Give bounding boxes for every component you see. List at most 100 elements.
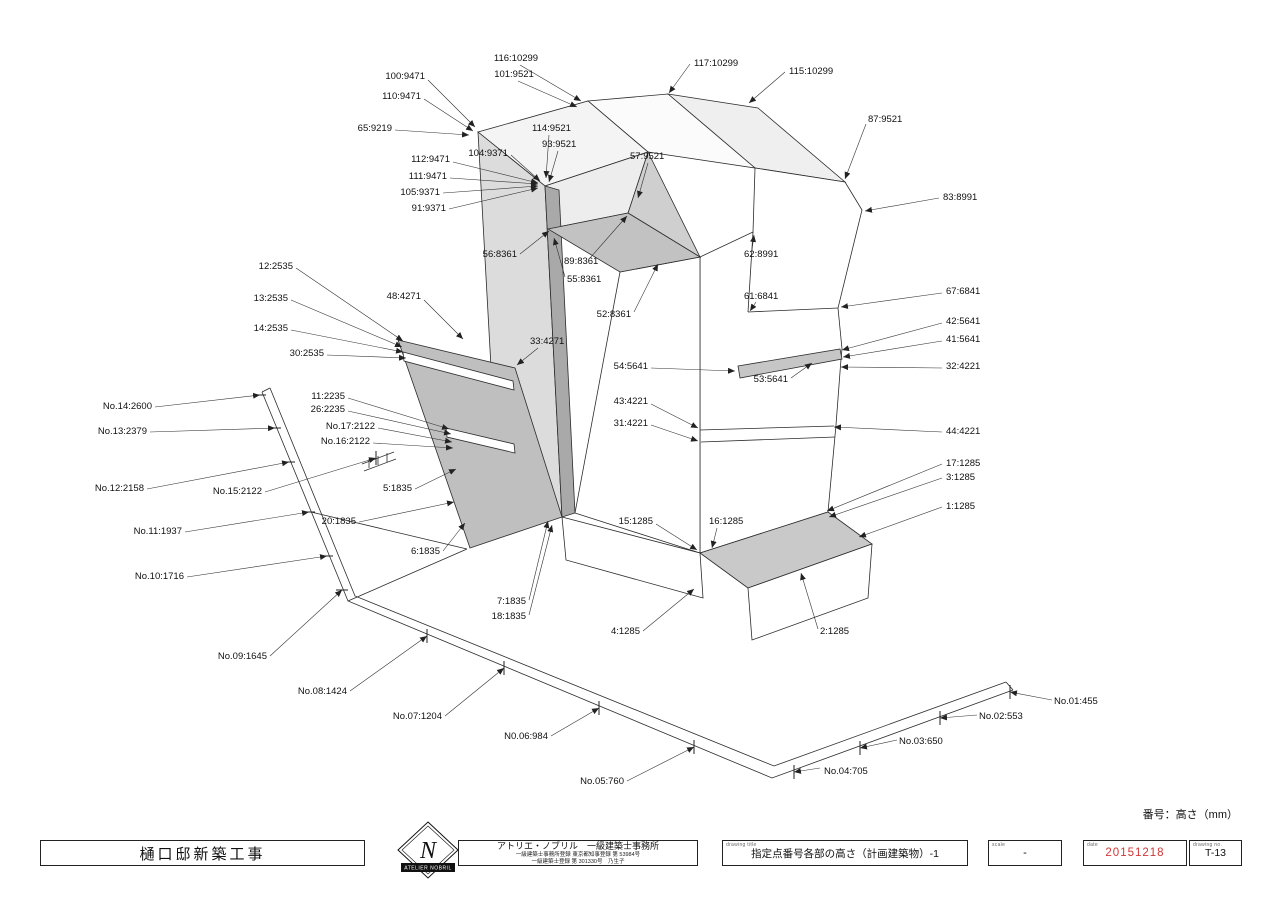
point-label: No.02:553	[979, 711, 1023, 722]
wall-edge-line	[747, 231, 754, 313]
date-value: 20151218	[1105, 847, 1165, 859]
point-label: 41:5641	[946, 334, 980, 345]
leader-line	[589, 215, 628, 259]
point-label: 44:4221	[946, 426, 980, 437]
point-label: No.10:1716	[135, 571, 184, 582]
leader-line	[668, 63, 691, 94]
leader-line	[650, 403, 699, 429]
point-label: 20:1835	[322, 516, 356, 527]
leader-line	[550, 707, 600, 737]
point-label: 115:10299	[789, 66, 833, 77]
point-label: 12:2535	[259, 261, 293, 272]
drawing-number: T-13	[1204, 847, 1226, 859]
point-label: 54:5641	[614, 361, 648, 372]
point-label: 3:1285	[946, 472, 975, 483]
point-label: No.12:2158	[95, 483, 144, 494]
project-name: 樋口邸新築工事	[139, 845, 266, 863]
point-label: 48:4271	[387, 291, 421, 302]
point-label: 101:9521	[494, 69, 534, 80]
leader-line	[449, 177, 539, 187]
scale-label: scale	[992, 842, 1006, 848]
leader-line	[154, 392, 261, 408]
point-label: 100:9471	[385, 71, 425, 82]
point-label: 89:8361	[564, 256, 598, 267]
leader-line	[710, 527, 718, 549]
leader-line	[516, 347, 539, 366]
leader-line	[828, 477, 943, 518]
point-label: No.04:705	[824, 766, 868, 777]
office-logo: N ATELIER NOBRIL	[396, 820, 460, 882]
point-label: 105:9371	[400, 187, 440, 198]
leader-line	[864, 197, 940, 213]
leader-line	[149, 425, 276, 433]
leader-line	[184, 510, 310, 533]
leader-line	[349, 635, 428, 692]
leader-line	[448, 186, 539, 210]
leader-line	[633, 263, 659, 313]
roof-strip-5641	[737, 348, 843, 379]
point-label: 16:1285	[709, 516, 743, 527]
leader-line	[442, 522, 466, 552]
point-label: 65:9219	[358, 123, 392, 134]
point-label: 52:8361	[597, 309, 631, 320]
ledge-4221-line	[699, 425, 835, 431]
point-label: No.15:2122	[213, 486, 262, 497]
point-label: 13:2535	[254, 293, 288, 304]
drawing-number-box: drawing no. T-13	[1189, 840, 1242, 866]
leader-line	[264, 457, 377, 493]
point-label: 18:1835	[492, 611, 526, 622]
leader-line	[347, 397, 450, 430]
leader-line	[414, 468, 457, 490]
date-label: date	[1087, 842, 1098, 848]
leader-line	[800, 572, 819, 630]
units-note: 番号：高さ（mm）	[1142, 809, 1238, 821]
leader-line	[423, 299, 464, 340]
leader-line	[290, 329, 404, 354]
point-label: 7:1835	[497, 596, 526, 607]
leader-line	[790, 362, 813, 379]
leader-line	[326, 354, 407, 361]
point-label: 62:8991	[744, 249, 778, 260]
leader-line	[842, 340, 943, 359]
point-label: 30:2535	[290, 348, 324, 359]
leader-line	[650, 367, 736, 374]
leader-line	[347, 410, 452, 436]
title-block: 樋口邸新築工事 N ATELIER NOBRIL アトリエ・ノブリル 一級建築士…	[0, 821, 1272, 896]
leader-line	[655, 523, 698, 551]
point-label: 55:8361	[567, 274, 601, 285]
leader-line	[939, 714, 978, 721]
leader-line	[637, 162, 649, 199]
leader-line	[840, 292, 943, 310]
ledge-4221-line2	[700, 436, 836, 443]
leader-line	[423, 98, 474, 132]
point-label: 6:1835	[411, 546, 440, 557]
point-label: 2:1285	[820, 626, 849, 637]
point-label: 53:5641	[754, 374, 788, 385]
point-label: 33:4271	[530, 336, 564, 347]
leader-line	[548, 150, 559, 183]
date-box: date 20151218	[1083, 840, 1187, 866]
leader-line	[642, 588, 695, 632]
point-labels-layer: 116:10299101:9521117:10299115:10299100:9…	[95, 53, 1098, 787]
leader-line	[519, 64, 582, 102]
leader-line	[528, 524, 554, 616]
logo-text: ATELIER NOBRIL	[404, 866, 451, 872]
leader-line	[519, 230, 550, 255]
leader-line	[749, 301, 757, 312]
leader-line	[528, 520, 550, 601]
leader-line	[650, 424, 699, 442]
leader-line	[510, 154, 541, 182]
point-label: No.07:1204	[393, 711, 442, 722]
drawing-number-label: drawing no.	[1193, 842, 1223, 848]
drawing-title-label: drawing title	[726, 842, 757, 848]
leader-line	[394, 129, 470, 138]
leader-line	[377, 427, 453, 444]
point-label: 114:9521	[532, 123, 571, 134]
point-label: 87:9521	[868, 114, 902, 125]
lower-front-wall	[747, 543, 873, 641]
middle-lower-wall	[561, 516, 704, 599]
leader-line	[186, 554, 328, 578]
notch-roof-8361	[546, 212, 702, 273]
point-label: 104:9371	[468, 148, 508, 159]
